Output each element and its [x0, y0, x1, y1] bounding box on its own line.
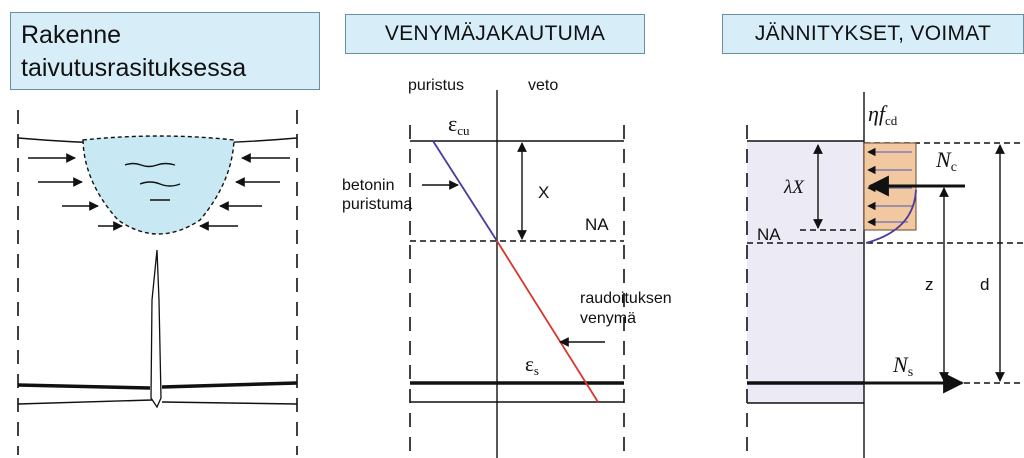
compression-zone — [82, 135, 235, 235]
eta-fcd-label: ηfcd — [868, 101, 898, 128]
compression-label: puristus — [408, 77, 464, 94]
rebar-strain-label-line2: venymä — [580, 310, 636, 327]
stress-block-arrows — [867, 147, 912, 227]
compression-arrows-right — [199, 153, 290, 231]
beam-bottom-edge — [17, 399, 298, 405]
concrete-strain-label-line2: puristuma — [342, 196, 412, 213]
strain-na-label: NA — [585, 215, 609, 234]
stress-header: JÄNNITYKSET, VOIMAT — [722, 14, 1024, 54]
eps-s-label: εs — [525, 352, 539, 378]
structure-header: Rakenne taivutusrasituksessa — [10, 12, 320, 90]
concrete-strain-line — [432, 140, 498, 242]
stress-title: JÄNNITYKSET, VOIMAT — [754, 22, 992, 45]
lambda-x-label: λX — [783, 177, 805, 198]
compression-waves — [124, 162, 181, 201]
nc-label: Nc — [935, 147, 957, 175]
z-label: z — [925, 275, 934, 294]
d-label: d — [980, 275, 989, 294]
stress-distribution: ηfcd λX NA Nc z d Ns — [746, 92, 1024, 458]
tension-label: veto — [528, 77, 558, 94]
strain-header: VENYMÄJAKAUTUMA — [345, 14, 645, 54]
stress-na-label: NA — [757, 225, 781, 244]
strain-title: VENYMÄJAKAUTUMA — [384, 22, 606, 45]
crack — [150, 249, 162, 409]
beam-structure — [17, 110, 298, 455]
structure-title-line1: Rakenne — [21, 21, 122, 49]
compression-arrows-left — [28, 153, 123, 231]
rebar-strain-label-line1: raudoituksen — [580, 290, 672, 307]
ns-label: Ns — [892, 352, 913, 380]
strain-distribution: puristus veto εcu X NA betonin puristuma… — [342, 77, 672, 458]
section-shade — [747, 141, 864, 403]
structure-title-line2: taivutusrasituksessa — [21, 54, 247, 82]
rebar-structure — [17, 381, 298, 390]
parabolic-stress-curve — [865, 189, 917, 244]
eps-cu-label: εcu — [448, 111, 470, 138]
concrete-strain-label-line1: betonin — [342, 177, 395, 194]
rebar-strain-line — [496, 240, 599, 403]
x-label: X — [538, 183, 549, 202]
